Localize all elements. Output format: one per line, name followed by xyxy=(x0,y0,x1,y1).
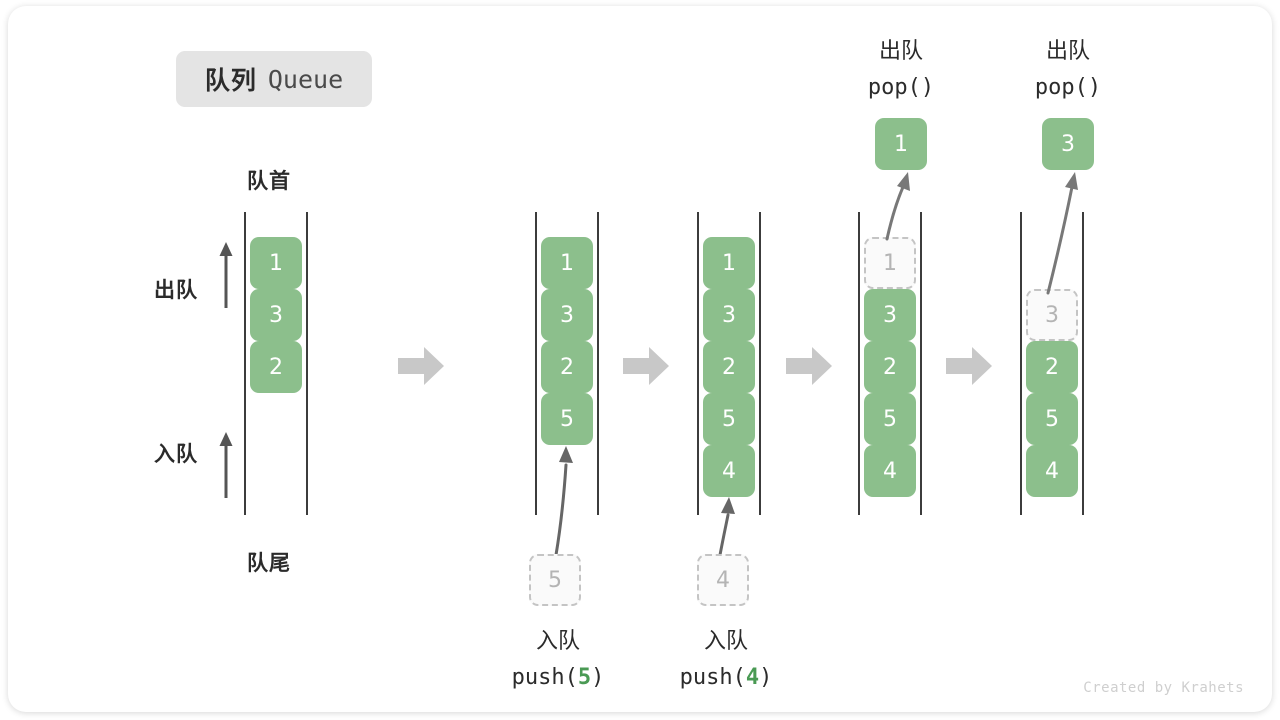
queue-cell-ghost: 1 xyxy=(864,237,916,289)
pop-motion-arrow-1-icon xyxy=(863,169,923,245)
queue-rail-left xyxy=(697,212,699,515)
queue-slot: 3 xyxy=(541,289,593,341)
push-5-cn: 入队 xyxy=(535,629,580,654)
queue-column-after-pop-1: 1 3 2 5 4 xyxy=(858,212,922,515)
step-transition-arrow-icon xyxy=(946,347,992,385)
queue-rail-left xyxy=(244,212,246,515)
step-transition-arrow-icon xyxy=(623,347,669,385)
queue-cell-ghost: 3 xyxy=(1026,289,1078,341)
pop-result-box-1: 1 xyxy=(875,118,927,170)
queue-rail-left xyxy=(858,212,860,515)
queue-slot: 5 xyxy=(541,393,593,445)
queue-slot: 3 xyxy=(1026,289,1078,341)
dequeue-direction-arrow-icon xyxy=(216,240,236,310)
queue-cell: 4 xyxy=(1026,445,1078,497)
queue-slot: 4 xyxy=(703,445,755,497)
pop-1-code: pop() xyxy=(867,75,935,100)
push-motion-arrow-4-icon xyxy=(698,495,758,561)
queue-rail-left xyxy=(535,212,537,515)
queue-column-after-pop-3: 3 2 5 4 xyxy=(1020,212,1084,515)
queue-front-label: 队首 xyxy=(247,169,291,193)
queue-slot: 1 xyxy=(250,237,302,289)
push-source-box-5: 5 xyxy=(529,554,581,606)
queue-slot: 1 xyxy=(864,237,916,289)
push-5-code: push(5) xyxy=(511,665,605,690)
queue-cell: 2 xyxy=(1026,341,1078,393)
push-4-code: push(4) xyxy=(679,665,773,690)
queue-cell: 5 xyxy=(703,393,755,445)
queue-slot: 2 xyxy=(703,341,755,393)
push-source-value: 5 xyxy=(529,554,581,606)
title-english: Queue xyxy=(267,64,344,94)
push-4-cn: 入队 xyxy=(703,629,748,654)
queue-cell: 2 xyxy=(250,341,302,393)
pop-3-code: pop() xyxy=(1034,75,1102,100)
queue-slot: 5 xyxy=(864,393,916,445)
push-5-operation-label: 入队 push(5) xyxy=(468,624,648,696)
queue-cell: 2 xyxy=(541,341,593,393)
queue-rail-right xyxy=(920,212,922,515)
queue-slot: 2 xyxy=(250,341,302,393)
pop-1-cn: 出队 xyxy=(878,39,923,64)
queue-cell: 5 xyxy=(541,393,593,445)
queue-slot: 4 xyxy=(1026,445,1078,497)
queue-cell: 3 xyxy=(864,289,916,341)
push-motion-arrow-5-icon xyxy=(528,443,588,562)
queue-rail-left xyxy=(1020,212,1022,515)
queue-column-after-push-5: 1 3 2 5 xyxy=(535,212,599,515)
queue-cell: 4 xyxy=(703,445,755,497)
queue-rail-right xyxy=(759,212,761,515)
queue-cell: 1 xyxy=(703,237,755,289)
queue-slot: 3 xyxy=(703,289,755,341)
queue-slot: 5 xyxy=(1026,393,1078,445)
diagram-card: 队列 Queue 队首 队尾 出队 入队 1 3 2 xyxy=(8,6,1272,712)
enqueue-direction-arrow-icon xyxy=(216,430,236,500)
queue-cell: 4 xyxy=(864,445,916,497)
queue-slot: 2 xyxy=(1026,341,1078,393)
queue-cell: 3 xyxy=(250,289,302,341)
queue-slot: 5 xyxy=(703,393,755,445)
queue-column-initial: 1 3 2 xyxy=(244,212,308,515)
push-source-value: 4 xyxy=(697,554,749,606)
queue-cell: 3 xyxy=(703,289,755,341)
step-transition-arrow-icon xyxy=(786,347,832,385)
queue-slot: 2 xyxy=(864,341,916,393)
dequeue-direction-label: 出队 xyxy=(154,278,198,302)
queue-slot: 2 xyxy=(541,341,593,393)
queue-cell: 2 xyxy=(703,341,755,393)
pop-result-box-3: 3 xyxy=(1042,118,1094,170)
title-badge: 队列 Queue xyxy=(176,51,372,107)
watermark: Created by Krahets xyxy=(1083,680,1244,696)
queue-cell: 2 xyxy=(864,341,916,393)
title-chinese: 队列 xyxy=(204,66,257,95)
push-source-box-4: 4 xyxy=(697,554,749,606)
queue-cell: 1 xyxy=(541,237,593,289)
queue-slot: 1 xyxy=(541,237,593,289)
step-transition-arrow-icon xyxy=(398,347,444,385)
pop-3-operation-label: 出队 pop() xyxy=(978,34,1158,106)
queue-slot: 1 xyxy=(703,237,755,289)
pop-motion-arrow-3-icon xyxy=(1028,169,1098,299)
queue-cell: 1 xyxy=(250,237,302,289)
queue-slot: 3 xyxy=(250,289,302,341)
queue-cell: 5 xyxy=(864,393,916,445)
queue-rear-label: 队尾 xyxy=(247,551,291,575)
pop-1-operation-label: 出队 pop() xyxy=(811,34,991,106)
queue-rail-right xyxy=(1082,212,1084,515)
enqueue-direction-label: 入队 xyxy=(154,442,198,466)
queue-rail-right xyxy=(597,212,599,515)
queue-cell: 3 xyxy=(541,289,593,341)
pop-result-value: 3 xyxy=(1042,118,1094,170)
pop-result-value: 1 xyxy=(875,118,927,170)
queue-slot: 3 xyxy=(864,289,916,341)
push-4-operation-label: 入队 push(4) xyxy=(636,624,816,696)
pop-3-cn: 出队 xyxy=(1045,39,1090,64)
queue-slot: 4 xyxy=(864,445,916,497)
queue-rail-right xyxy=(306,212,308,515)
queue-cell: 5 xyxy=(1026,393,1078,445)
queue-column-after-push-4: 1 3 2 5 4 xyxy=(697,212,761,515)
